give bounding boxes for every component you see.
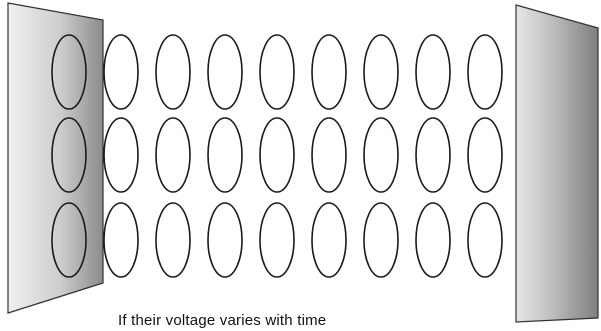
- charge-ellipse: [156, 203, 190, 277]
- charge-ellipse: [156, 118, 190, 192]
- charge-ellipse: [208, 118, 242, 192]
- charge-ellipse: [312, 118, 346, 192]
- charge-ellipse: [104, 118, 138, 192]
- charge-ellipse: [468, 35, 502, 109]
- charge-ellipse: [260, 203, 294, 277]
- charge-ellipse: [208, 35, 242, 109]
- charge-ellipse: [468, 118, 502, 192]
- charge-ellipse: [260, 35, 294, 109]
- charge-ellipse: [312, 35, 346, 109]
- right-plate: [516, 5, 598, 322]
- charge-ellipse: [156, 35, 190, 109]
- charge-ellipse: [260, 118, 294, 192]
- charge-ellipse: [104, 35, 138, 109]
- charge-ellipse: [364, 118, 398, 192]
- charge-ellipse: [208, 203, 242, 277]
- charge-ellipse: [104, 203, 138, 277]
- charge-ellipse: [416, 203, 450, 277]
- charge-ellipse: [468, 203, 502, 277]
- charge-ellipse: [364, 203, 398, 277]
- charge-ellipse: [312, 203, 346, 277]
- charge-ellipse: [364, 35, 398, 109]
- charge-ellipse: [416, 35, 450, 109]
- diagram-caption: If their voltage varies with time: [118, 311, 478, 331]
- charge-ellipse: [416, 118, 450, 192]
- charge-grid: [52, 35, 502, 277]
